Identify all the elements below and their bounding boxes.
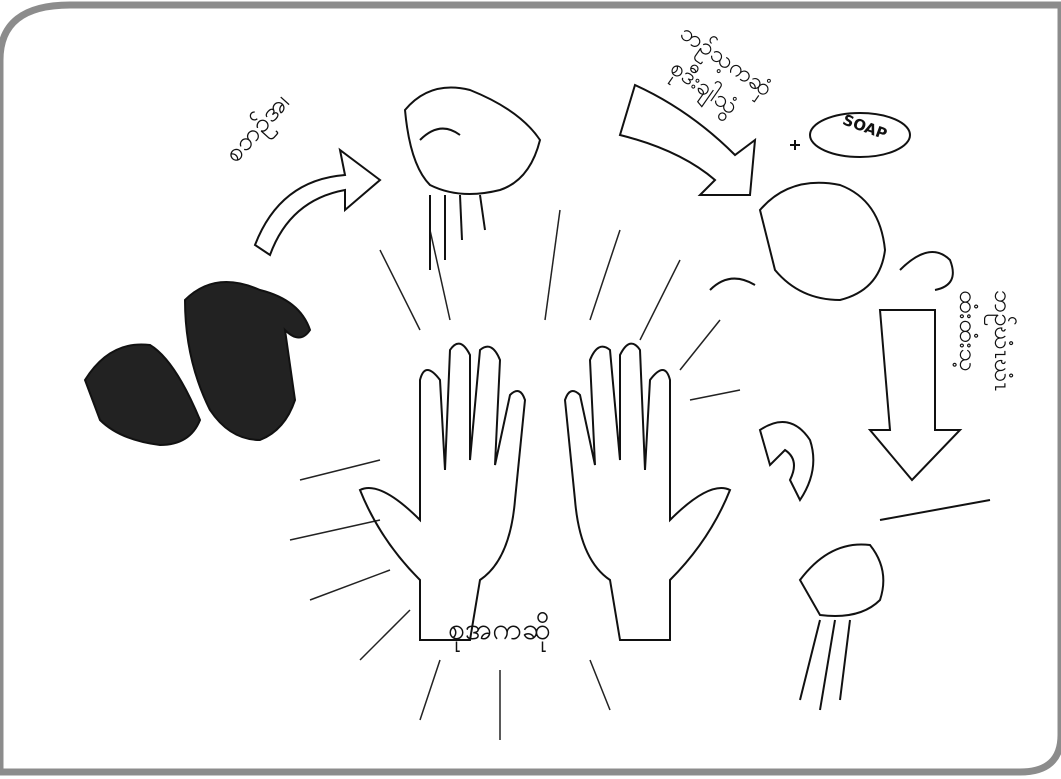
step-label-rinse-line1: ထံးထံးသ့ bbox=[956, 290, 980, 372]
step-label-clean: စုအကဆို bbox=[448, 615, 551, 645]
step-label-rinse-line2: ဘဉ်ဃံၤဃံၤ bbox=[991, 290, 1015, 391]
